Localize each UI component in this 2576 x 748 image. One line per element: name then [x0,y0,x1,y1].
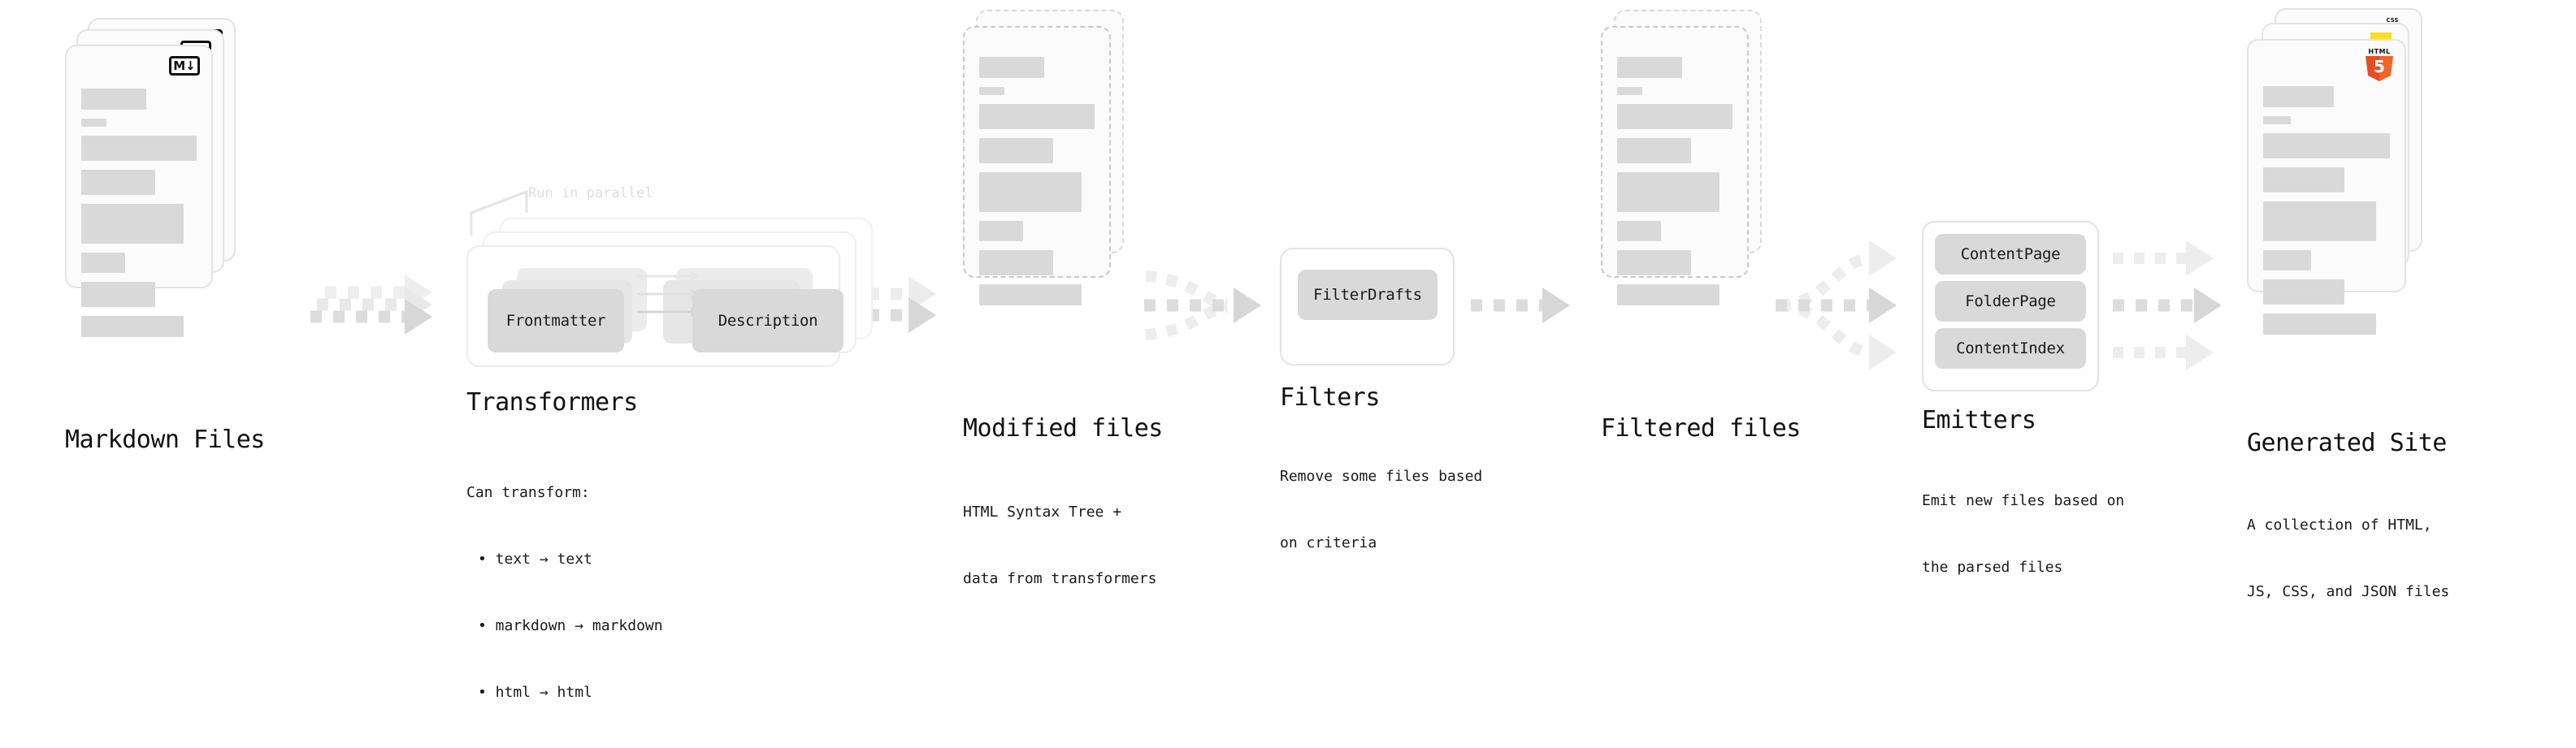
arrow-modified-to-filters [1144,270,1261,340]
chip-description[interactable]: Description [692,289,843,352]
markdown-badge-letter: M [173,58,185,73]
chip-frontmatter[interactable]: Frontmatter [488,289,624,352]
caption-line: data from transformers [963,569,1157,587]
caption-line: • text → text [478,550,592,568]
stage-generated-site: CSS HTML 5 [2247,0,2449,600]
arrow-emitters-to-site [2113,240,2222,370]
content-bar [2263,167,2344,192]
filtered-file-stack [1601,0,1780,305]
content-bar [2263,279,2344,305]
arrow-filtered-to-emitters [1776,240,1897,370]
stage-title-markdown-files: Markdown Files [65,426,265,454]
caption-line: A collection of HTML, [2247,516,2432,534]
stage-markdown-files: M↓ M↓ M↓ [65,0,265,454]
stage-caption-modified-files: HTML Syntax Tree + data from transformer… [963,456,1156,634]
content-bar [1617,87,1643,95]
content-bar [1617,250,1691,275]
content-bar [979,104,1095,129]
chip-contentpage[interactable]: ContentPage [1935,234,2086,275]
content-bar [2263,313,2376,335]
content-bar [81,316,184,337]
content-bar [81,89,146,110]
run-in-parallel-label: Run in parallel [528,185,653,201]
html5-badge-digit: 5 [2374,57,2385,76]
content-bar [81,170,155,195]
stage-title-filters: Filters [1280,383,1380,412]
caption-line: • html → html [478,683,592,701]
content-bar [2263,250,2312,270]
arrow-filters-to-filtered [1471,288,1570,323]
markdown-badge-arrow: ↓ [185,58,196,73]
card-front-generated-site: HTML 5 [2247,39,2406,335]
caption-line: HTML Syntax Tree + [963,503,1122,521]
arrow-markdown-to-transformers [310,275,432,335]
stage-title-transformers: Transformers [466,388,638,417]
stage-title-filtered-files: Filtered files [1601,414,1801,443]
html5-badge: HTML 5 [2366,49,2393,81]
content-bar [1617,138,1691,163]
content-bar [979,172,1082,212]
card-front-modified [963,26,1111,305]
caption-line: Remove some files based [1280,467,1483,485]
stage-caption-generated-site: A collection of HTML, JS, CSS, and JSON … [2247,469,2449,647]
content-bar [1617,104,1733,129]
caption-line: on criteria [1280,534,1377,551]
card-content-placeholder [2263,86,2390,344]
card-front-filtered [1601,26,1749,305]
content-bar [979,138,1053,163]
content-bar [81,119,107,127]
markdown-badge: M↓ [169,56,200,76]
html5-badge-word: HTML [2368,48,2391,55]
content-bar [979,57,1044,78]
content-bar [1617,221,1661,241]
content-bar [979,250,1053,275]
stage-caption-transformers: Can transform: • text → text • markdown … [466,437,663,748]
content-bar [1617,284,1720,305]
chip-folderpage[interactable]: FolderPage [1935,281,2086,322]
content-bar [979,221,1023,241]
chip-filterdrafts[interactable]: FilterDrafts [1298,270,1438,320]
chip-contentindex[interactable]: ContentIndex [1935,328,2086,369]
modified-file-stack [963,0,1142,305]
stage-caption-filters: Remove some files based on criteria [1280,421,1482,599]
card-front-markdown: M↓ [65,45,213,337]
css-badge-label: CSS [2386,17,2399,24]
caption-line: • markdown → markdown [478,616,663,634]
content-bar [1617,172,1720,212]
generated-site-stack: CSS HTML 5 [2247,0,2434,335]
pipeline-diagram: M↓ M↓ M↓ [0,0,2576,681]
stage-title-modified-files: Modified files [963,414,1163,443]
content-bar [2263,201,2376,241]
caption-line: Emit new files based on [1922,491,2125,509]
content-bar [81,136,197,161]
html5-shield-icon: 5 [2366,56,2393,81]
card-content-placeholder [81,89,197,346]
caption-line: Can transform: [466,483,590,501]
caption-line: JS, CSS, and JSON files [2247,582,2450,600]
stage-modified-files: Modified files HTML Syntax Tree + data f… [963,0,1163,587]
markdown-file-stack: M↓ M↓ M↓ [65,0,244,337]
stage-filtered-files: Filtered files [1601,0,1801,443]
content-bar [2263,133,2390,158]
stage-title-generated-site: Generated Site [2247,429,2447,457]
card-content-placeholder [979,57,1095,314]
content-bar [81,204,184,244]
content-bar [2263,86,2335,107]
caption-line: the parsed files [1922,558,2063,576]
content-bar [2263,116,2292,124]
card-content-placeholder [1617,57,1733,314]
content-bar [1617,57,1682,78]
content-bar [979,284,1082,305]
content-bar [979,87,1005,95]
content-bar [81,282,155,307]
stage-title-emitters: Emitters [1922,406,2036,435]
content-bar [81,253,125,273]
stage-caption-emitters: Emit new files based on the parsed files [1922,445,2124,623]
